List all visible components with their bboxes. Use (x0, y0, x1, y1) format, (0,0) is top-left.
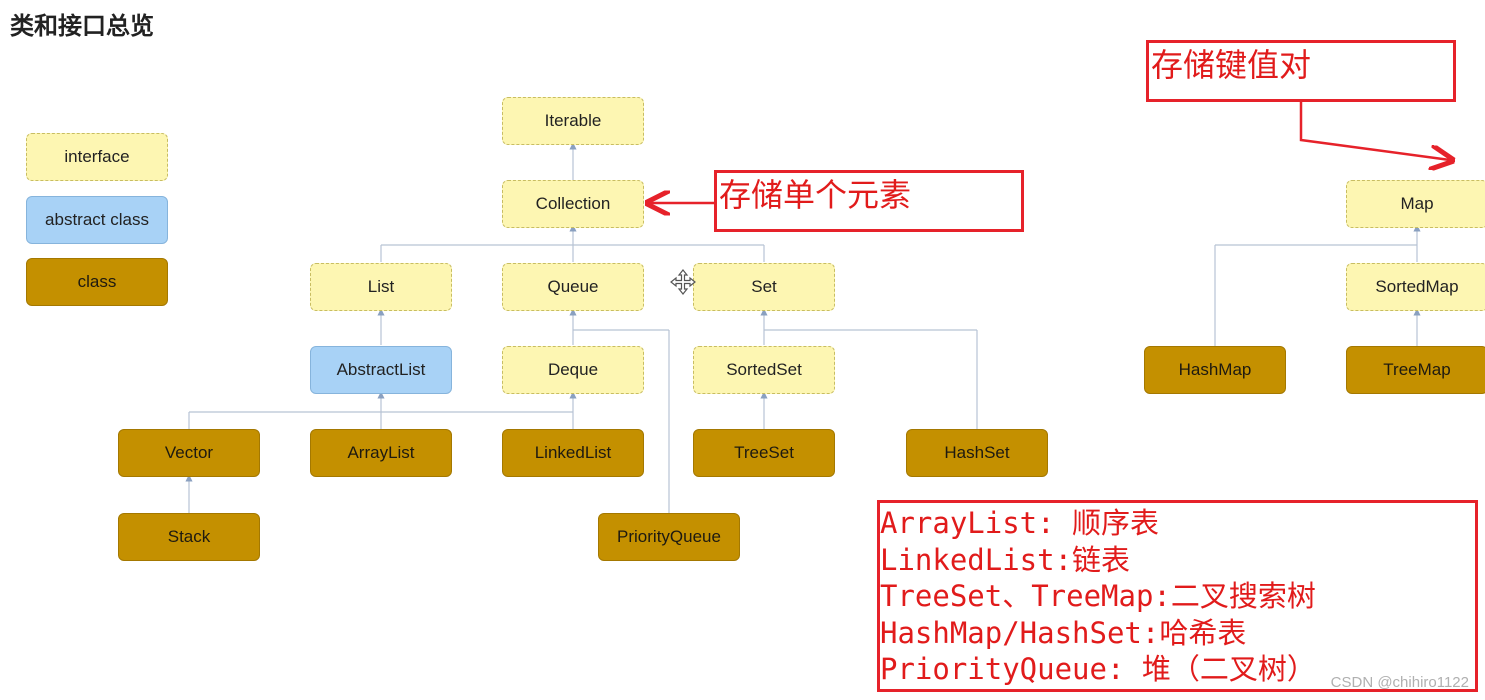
page-title: 类和接口总览 (10, 12, 154, 40)
summary-line: TreeSet、TreeMap:二叉搜索树 (880, 579, 1316, 613)
node-hash-map: HashMap (1144, 346, 1286, 394)
summary-text: ArrayList: 顺序表 LinkedList:链表 TreeSet、Tre… (880, 505, 1316, 688)
node-tree-map: TreeMap (1346, 346, 1485, 394)
summary-box (877, 500, 1478, 692)
node-collection: Collection (502, 180, 644, 228)
node-deque: Deque (502, 346, 644, 394)
summary-line: ArrayList: 顺序表 (880, 506, 1160, 540)
node-abstract-list: AbstractList (310, 346, 452, 394)
legend-abstract-class: abstract class (26, 196, 168, 244)
node-list: List (310, 263, 452, 311)
legend-interface: interface (26, 133, 168, 181)
node-array-list: ArrayList (310, 429, 452, 477)
legend-class: class (26, 258, 168, 306)
summary-line: LinkedList:链表 (880, 542, 1131, 577)
node-hash-set: HashSet (906, 429, 1048, 477)
summary-line: HashMap/HashSet:哈希表 (880, 615, 1247, 650)
node-stack: Stack (118, 513, 260, 561)
node-map: Map (1346, 180, 1485, 228)
move-cursor-icon (670, 269, 696, 295)
collection-note: 存储单个元素 (719, 176, 912, 214)
collection-note-box: 存储单个元素 (714, 170, 1024, 232)
node-tree-set: TreeSet (693, 429, 835, 477)
node-set: Set (693, 263, 835, 311)
node-queue: Queue (502, 263, 644, 311)
node-priority-queue: PriorityQueue (598, 513, 740, 561)
map-note: 存储键值对 (1151, 46, 1312, 84)
node-linked-list: LinkedList (502, 429, 644, 477)
node-sorted-map: SortedMap (1346, 263, 1485, 311)
node-vector: Vector (118, 429, 260, 477)
summary-line: PriorityQueue: 堆（二叉树） (880, 652, 1316, 686)
node-sorted-set: SortedSet (693, 346, 835, 394)
map-note-box: 存储键值对 (1146, 40, 1456, 102)
watermark: CSDN @chihiro1122 (1330, 674, 1469, 691)
node-iterable: Iterable (502, 97, 644, 145)
